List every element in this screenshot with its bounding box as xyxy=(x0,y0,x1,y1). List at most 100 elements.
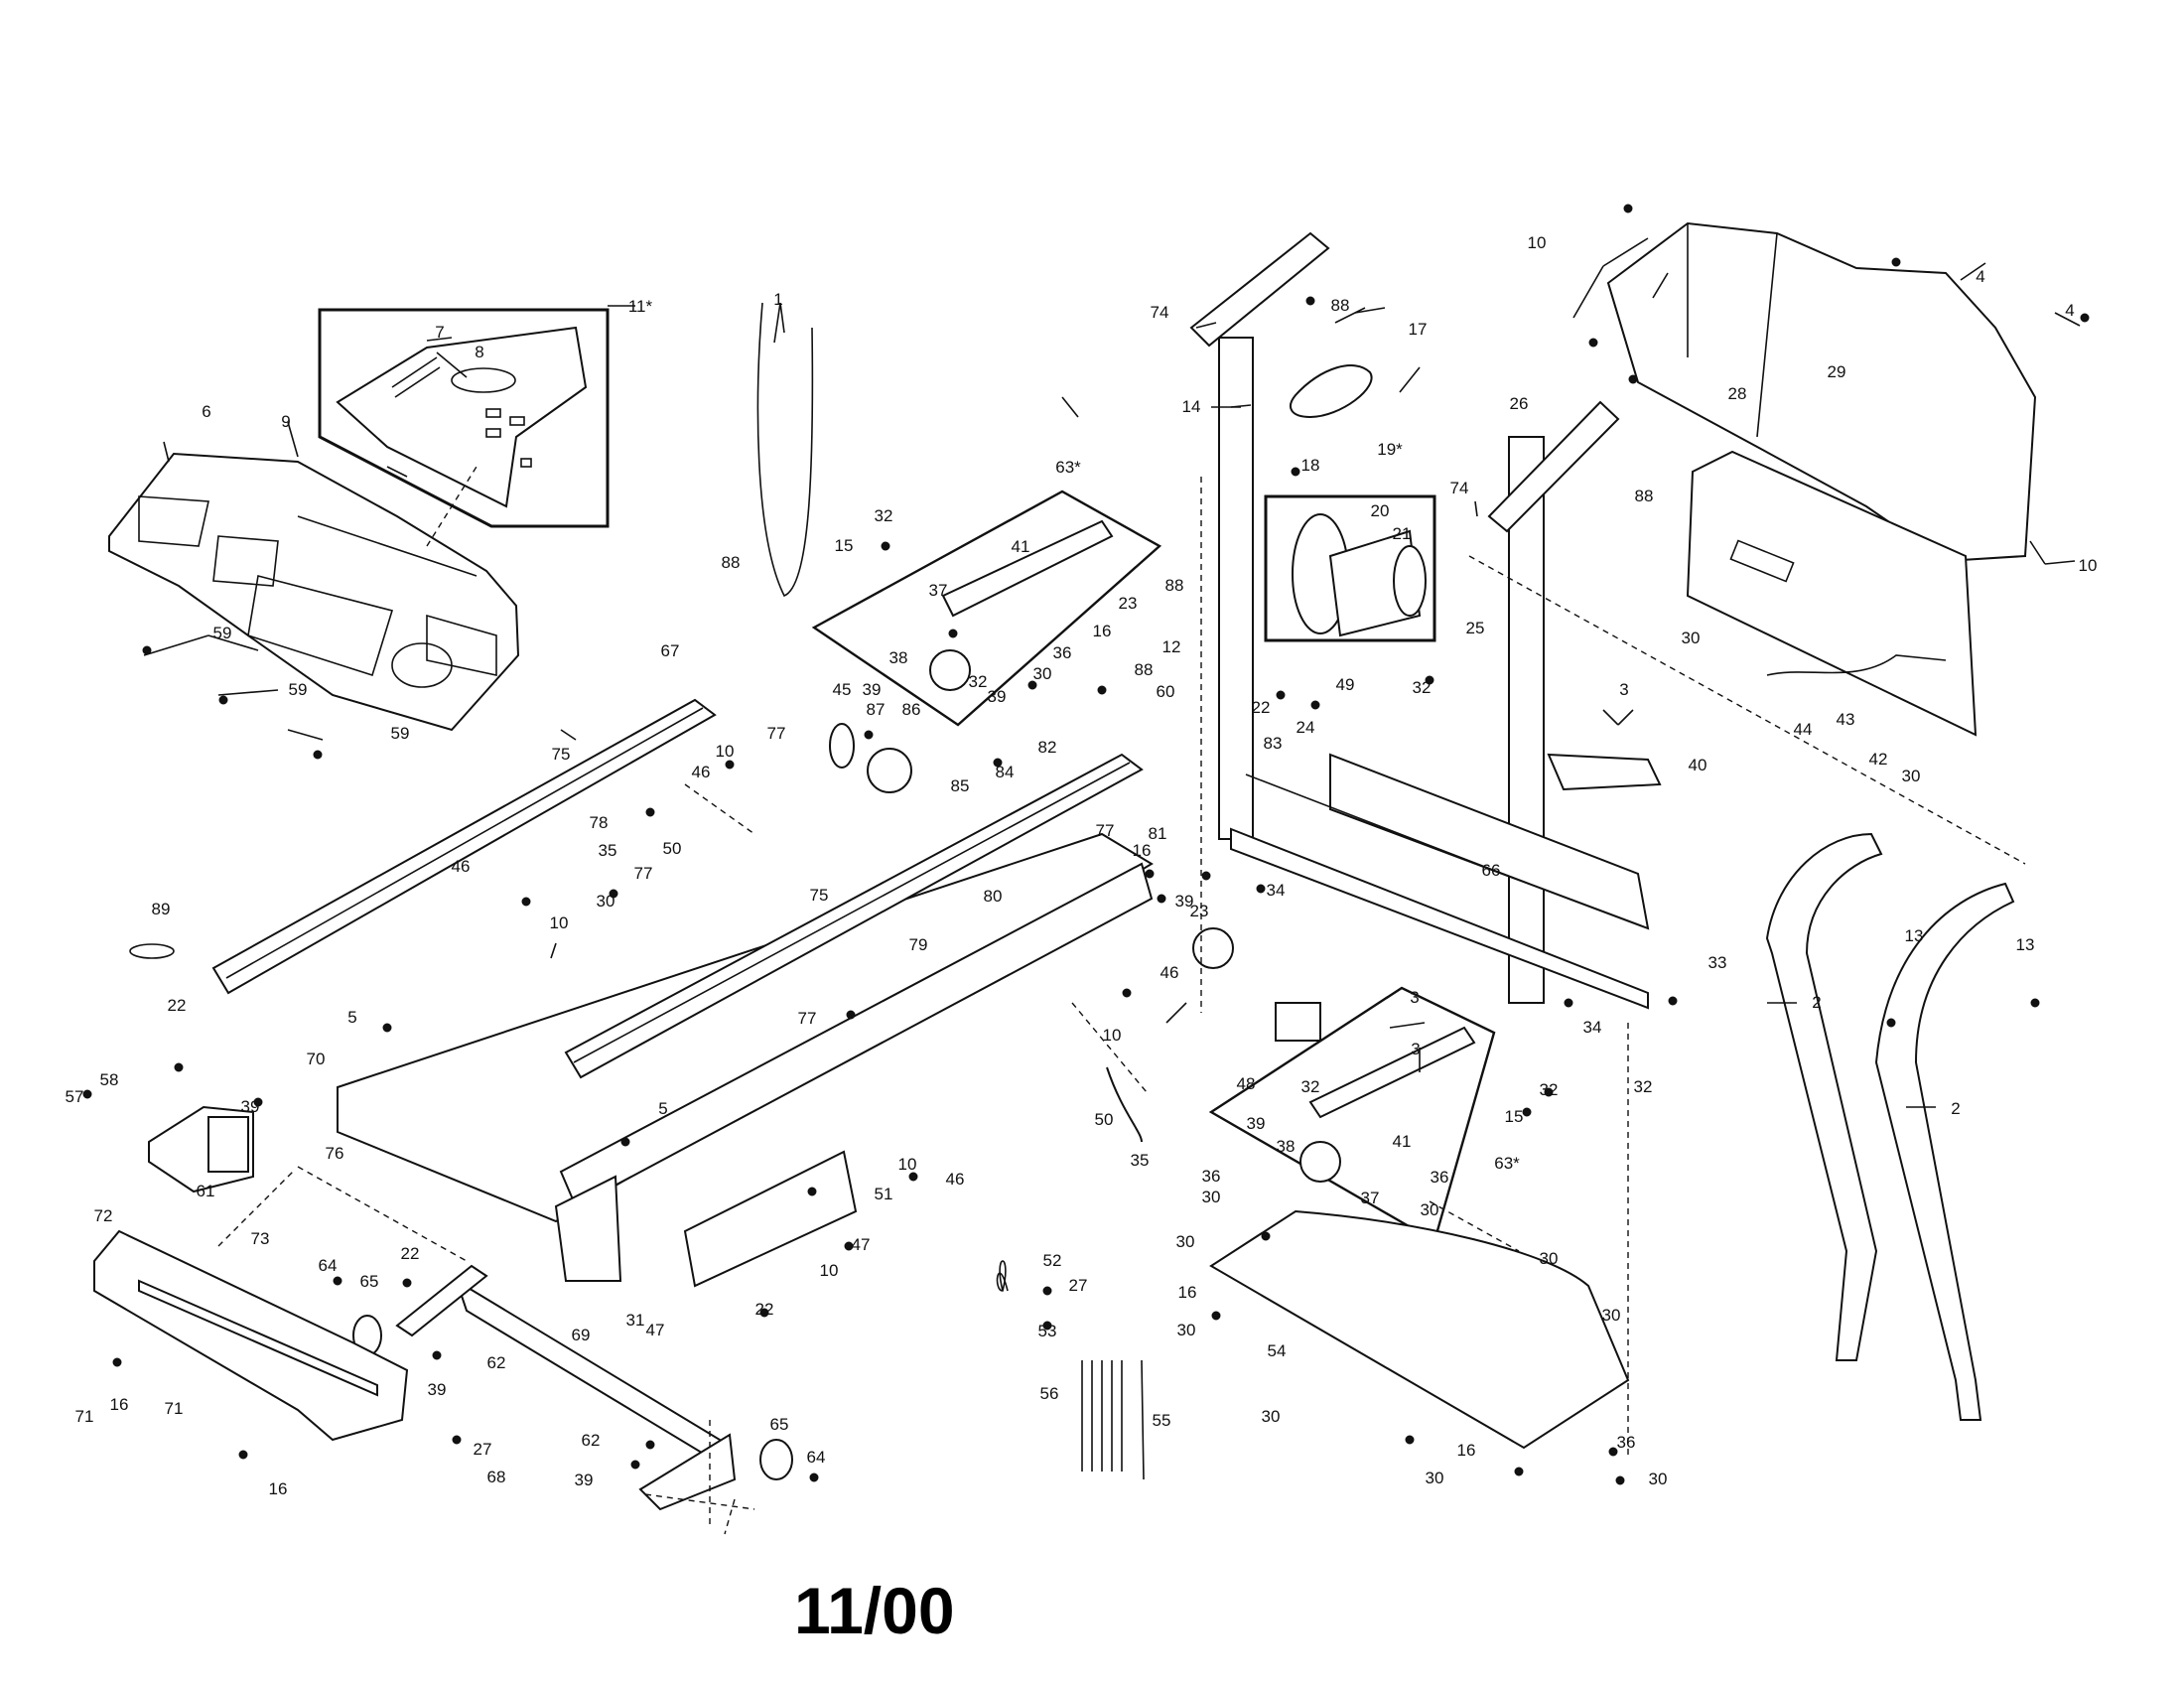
drive-motor-inset xyxy=(1264,494,1436,642)
part-label-p30k: 30 xyxy=(1426,1469,1444,1487)
part-label-p17: 17 xyxy=(1409,320,1428,339)
part-label-p88b: 88 xyxy=(1165,576,1184,595)
part-label-p20: 20 xyxy=(1371,501,1390,520)
part-label-p15a: 15 xyxy=(835,536,854,555)
part-label-p47b: 47 xyxy=(646,1321,665,1339)
part-label-p6: 6 xyxy=(202,402,210,421)
drive-belt xyxy=(1290,364,1373,419)
part-label-p66: 66 xyxy=(1482,861,1501,880)
part-label-p32a: 32 xyxy=(875,506,893,525)
part-label-p30e: 30 xyxy=(1202,1188,1221,1206)
part-label-p54: 54 xyxy=(1268,1341,1287,1360)
part-label-p32c: 32 xyxy=(1413,678,1432,697)
part-label-p23b: 23 xyxy=(1190,902,1209,920)
part-label-p11: 11* xyxy=(628,297,653,316)
part-label-p36d: 36 xyxy=(1617,1433,1636,1452)
part-label-p16c: 16 xyxy=(1178,1283,1197,1302)
part-label-p58: 58 xyxy=(100,1070,119,1089)
part-label-p16b: 16 xyxy=(1133,841,1152,860)
part-label-p10f: 10 xyxy=(898,1155,917,1174)
incline-assembly-lower xyxy=(1208,986,1496,1243)
part-label-p73: 73 xyxy=(251,1229,270,1248)
part-label-p64b: 64 xyxy=(807,1448,826,1467)
part-label-p12: 12 xyxy=(1162,637,1181,656)
part-label-p13a: 13 xyxy=(1905,926,1924,945)
part-label-p32b: 32 xyxy=(969,672,988,691)
part-label-p56: 56 xyxy=(1040,1384,1059,1403)
part-label-p34b: 34 xyxy=(1583,1018,1602,1037)
part-label-p42: 42 xyxy=(1869,750,1888,769)
part-label-p86: 86 xyxy=(902,700,921,719)
part-label-p84: 84 xyxy=(996,763,1015,781)
part-label-p3a: 3 xyxy=(1619,680,1628,699)
part-label-p74a: 74 xyxy=(1151,303,1169,322)
rear-foot xyxy=(93,1229,737,1511)
part-label-p74b: 74 xyxy=(1450,479,1469,497)
part-label-p32e: 32 xyxy=(1540,1080,1559,1099)
part-label-p70: 70 xyxy=(307,1050,326,1068)
part-label-p69: 69 xyxy=(572,1326,591,1344)
part-label-p10d: 10 xyxy=(550,913,569,932)
part-label-p27a: 27 xyxy=(1069,1276,1088,1295)
guide-lines xyxy=(217,466,2026,1535)
part-label-p15b: 15 xyxy=(1505,1107,1524,1126)
hardware-dots xyxy=(82,204,2090,1485)
part-label-p5b: 5 xyxy=(658,1099,667,1118)
part-label-p45: 45 xyxy=(833,680,852,699)
part-label-p34a: 34 xyxy=(1267,881,1286,900)
part-label-p89: 89 xyxy=(152,900,171,918)
part-label-p38a: 38 xyxy=(889,648,908,667)
part-label-p82: 82 xyxy=(1038,738,1057,757)
part-label-p13b: 13 xyxy=(2016,935,2035,954)
part-label-p35a: 35 xyxy=(599,841,617,860)
part-label-p25: 25 xyxy=(1466,619,1485,637)
part-label-p62b: 62 xyxy=(487,1353,506,1372)
part-label-p77a: 77 xyxy=(767,724,786,743)
part-label-p10g: 10 xyxy=(820,1261,839,1280)
part-label-p4a: 4 xyxy=(1976,267,1984,286)
callout-leaders xyxy=(143,237,2081,1108)
part-label-p68: 68 xyxy=(487,1468,506,1486)
part-label-p30h: 30 xyxy=(1540,1249,1559,1268)
part-label-p81: 81 xyxy=(1149,824,1167,843)
part-label-p30i: 30 xyxy=(1602,1306,1621,1325)
incline-assembly-upper xyxy=(811,490,1162,727)
part-label-p39g: 39 xyxy=(575,1471,594,1489)
part-label-p53: 53 xyxy=(1038,1322,1057,1340)
part-label-p64a: 64 xyxy=(319,1256,338,1275)
part-label-p23a: 23 xyxy=(1119,594,1138,613)
part-label-p24: 24 xyxy=(1297,718,1315,737)
part-label-p18: 18 xyxy=(1301,456,1320,475)
part-label-p41a: 41 xyxy=(1012,537,1030,556)
part-label-p16f: 16 xyxy=(1457,1441,1476,1460)
part-label-p2a: 2 xyxy=(1812,993,1821,1012)
part-label-p71a: 71 xyxy=(75,1407,94,1426)
part-label-p9: 9 xyxy=(281,412,290,431)
part-label-p3c: 3 xyxy=(1411,1040,1420,1058)
part-label-p2b: 2 xyxy=(1951,1099,1960,1118)
part-label-p85: 85 xyxy=(951,776,970,795)
part-label-p59a: 59 xyxy=(213,624,232,642)
part-label-p37a: 37 xyxy=(929,581,948,600)
part-label-p4b: 4 xyxy=(2065,301,2074,320)
part-label-p10b: 10 xyxy=(2079,556,2098,575)
part-label-p55: 55 xyxy=(1153,1411,1171,1430)
part-label-p1: 1 xyxy=(773,290,782,309)
part-label-p51: 51 xyxy=(875,1185,893,1203)
date-code: 11/00 xyxy=(794,1574,955,1647)
upright-frame xyxy=(1189,231,1650,1010)
part-label-p43: 43 xyxy=(1837,710,1855,729)
part-label-p50a: 50 xyxy=(663,839,682,858)
part-label-p77d: 77 xyxy=(798,1009,817,1028)
part-label-p59c: 59 xyxy=(391,724,410,743)
part-label-p77c: 77 xyxy=(1096,821,1115,840)
motor-hood xyxy=(1606,221,2037,563)
part-label-p59b: 59 xyxy=(289,680,308,699)
part-label-p49: 49 xyxy=(1336,675,1355,694)
part-label-p32f: 32 xyxy=(1634,1077,1653,1096)
part-label-p21: 21 xyxy=(1393,524,1412,543)
handrails xyxy=(1765,832,2015,1421)
part-label-p80: 80 xyxy=(984,887,1003,906)
